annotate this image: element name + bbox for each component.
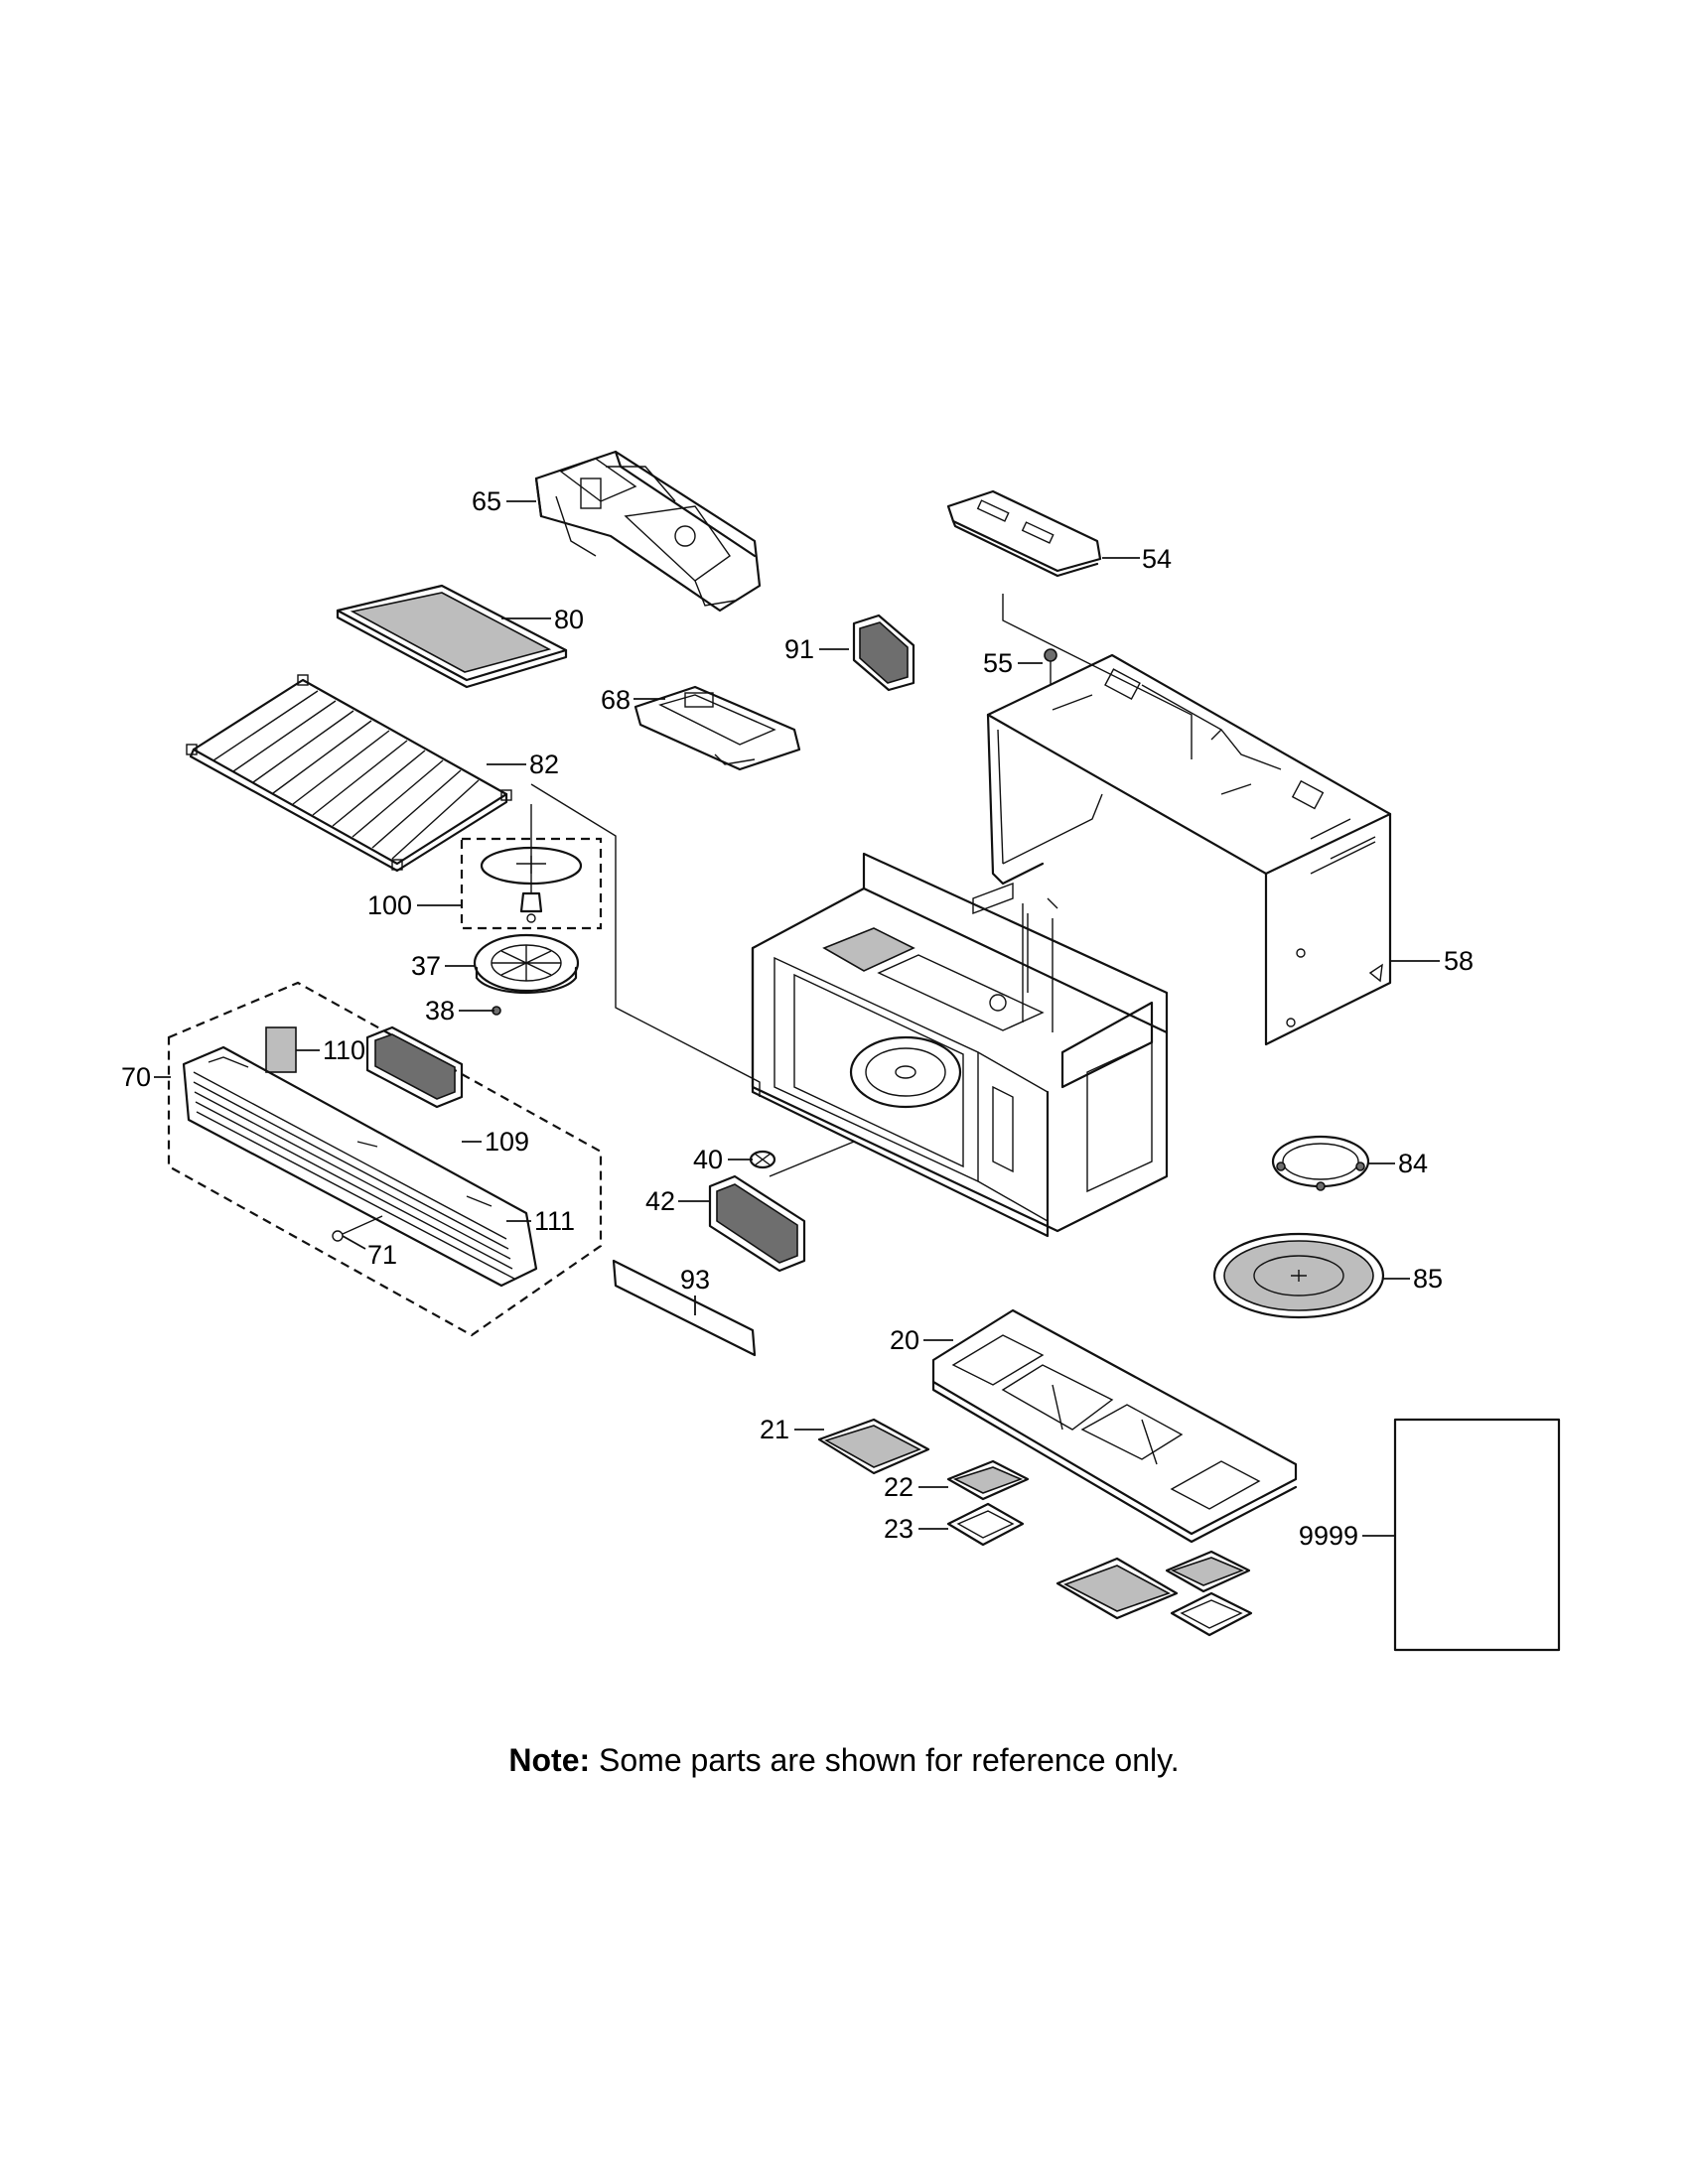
callout-85: 85	[1413, 1264, 1443, 1294]
part-54-top-bracket	[946, 489, 1102, 578]
part-58-outer-case	[986, 653, 1392, 1046]
callout-110: 110	[323, 1035, 365, 1065]
part-68-plate	[633, 685, 801, 771]
callout-93: 93	[680, 1265, 710, 1295]
part-21-charcoal-filter	[817, 1418, 930, 1475]
part-65-control-bracket	[534, 450, 762, 613]
part-20-bottom-plate	[931, 1308, 1298, 1544]
part-93-label	[612, 1259, 757, 1357]
callout-68: 68	[601, 685, 631, 715]
part-84-roller-ring	[1271, 1135, 1370, 1191]
callout-84: 84	[1398, 1149, 1428, 1178]
callout-38: 38	[425, 996, 455, 1025]
callout-23: 23	[884, 1514, 914, 1544]
part-23-frame	[946, 1502, 1025, 1547]
part-91-small-grille	[852, 614, 915, 692]
callout-21: 21	[760, 1415, 789, 1444]
callout-80: 80	[554, 605, 584, 634]
callout-20: 20	[890, 1325, 919, 1355]
part-40-coupler	[749, 1150, 776, 1169]
callout-37: 37	[411, 951, 441, 981]
callout-100: 100	[367, 890, 412, 920]
part-82-rack	[186, 674, 512, 873]
callout-65: 65	[472, 486, 501, 516]
callout-42: 42	[645, 1186, 675, 1216]
part-85-glass-tray	[1212, 1232, 1385, 1319]
part-22-filter	[946, 1459, 1030, 1501]
callout-111: 111	[534, 1206, 575, 1236]
callout-71: 71	[367, 1240, 397, 1270]
part-9999-manual	[1393, 1418, 1561, 1652]
reference-note: Note: Some parts are shown for reference…	[0, 1742, 1688, 1779]
callout-9999: 9999	[1299, 1521, 1358, 1551]
part-100-turntable-motor	[460, 804, 603, 930]
note-label: Note:	[508, 1742, 591, 1778]
part-42-grille	[708, 1174, 806, 1273]
callout-58: 58	[1444, 946, 1474, 976]
callout-82: 82	[529, 750, 559, 779]
callout-54: 54	[1142, 544, 1172, 574]
part-80-grease-filter	[336, 584, 568, 689]
cavity-main	[751, 852, 1169, 1238]
note-text: Some parts are shown for reference only.	[590, 1742, 1180, 1778]
part-70-vent-grille-assembly	[167, 981, 603, 1337]
callout-91: 91	[784, 634, 814, 664]
part-55-screw	[1044, 648, 1057, 685]
callout-40: 40	[693, 1145, 723, 1174]
leader-lines	[154, 500, 1440, 1537]
callout-70: 70	[121, 1062, 151, 1092]
reference-filter-set	[1055, 1550, 1253, 1637]
callout-55: 55	[983, 648, 1013, 678]
part-37-fan	[473, 933, 580, 1016]
callout-22: 22	[884, 1472, 914, 1502]
callout-labels: 65 54 80 91 55 68 82 100 37 38 58 70 110…	[121, 486, 1474, 1551]
callout-109: 109	[485, 1127, 529, 1157]
